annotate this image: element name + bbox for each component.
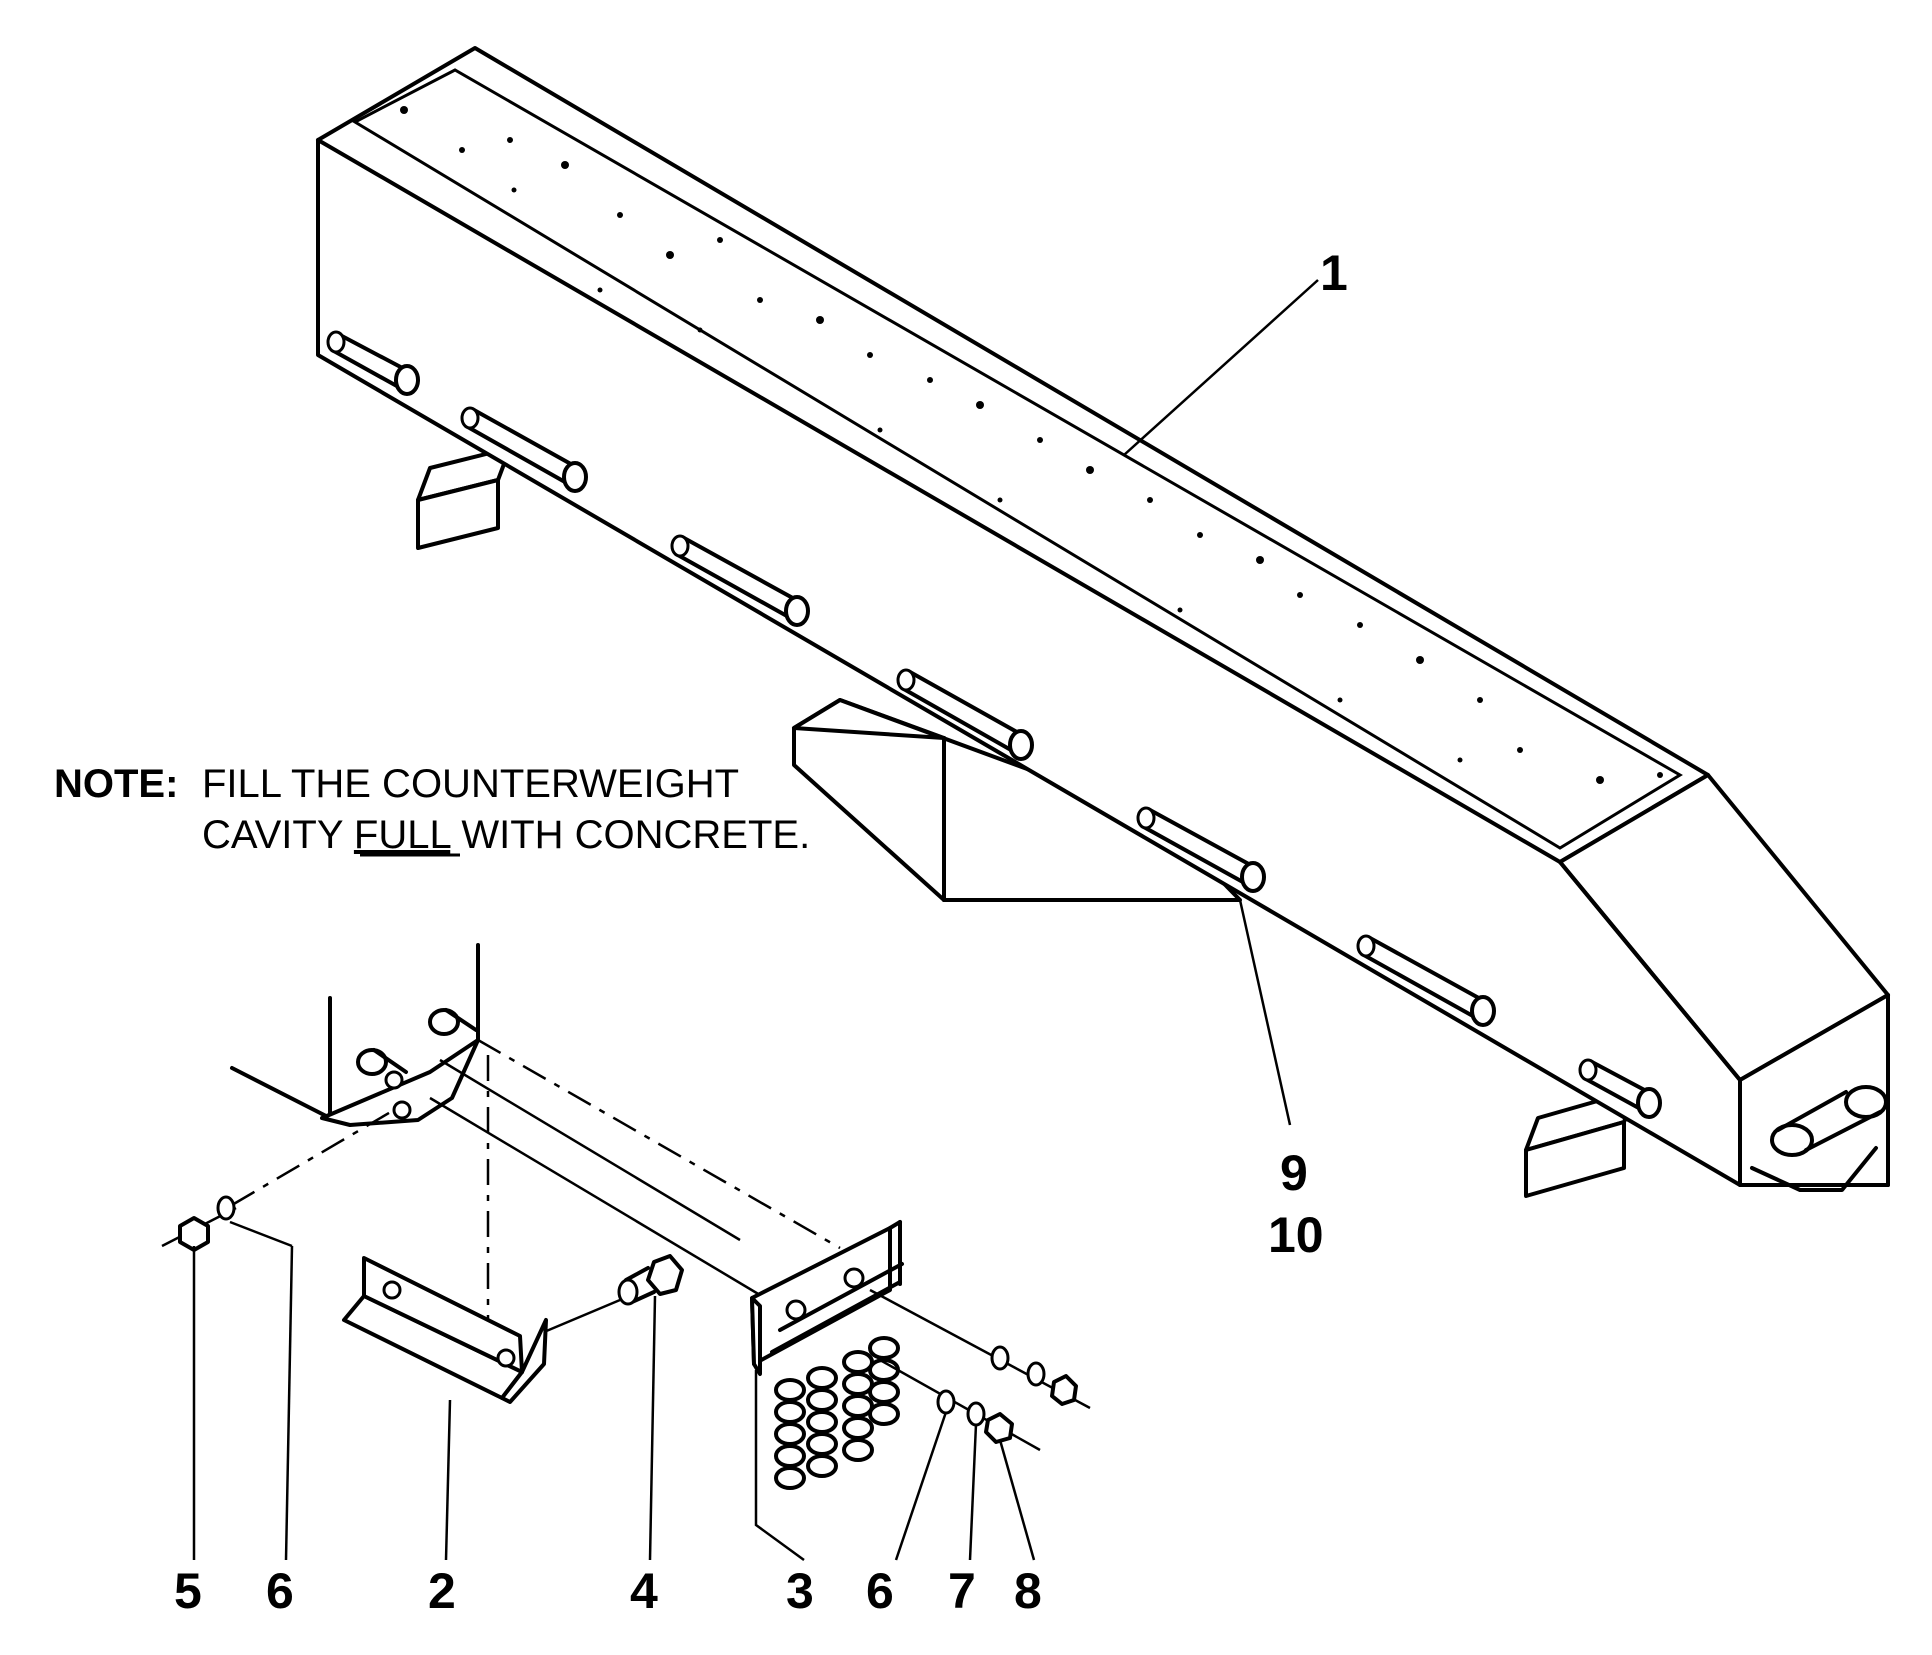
hardware-detail [161,943,1091,1562]
nut [178,1216,210,1252]
washer [936,1389,986,1427]
counterweight-front-face [316,138,1890,1187]
pin [1356,934,1496,1027]
pin [670,534,810,627]
nut [1050,1374,1078,1406]
callout-7: 7 [948,1563,976,1619]
pin [460,406,588,493]
note-label: NOTE: [54,762,178,806]
mid-bracket [792,698,1242,902]
counterweight-body [316,46,1890,1198]
pin [326,330,420,396]
nut [984,1412,1014,1444]
plate-stud [356,1008,478,1076]
note-block: NOTE: FILL THE COUNTERWEIGHT CAVITY FULL… [54,762,810,857]
bolt [617,1254,684,1306]
callout-8: 8 [1014,1563,1042,1619]
angle-bracket [342,1256,548,1404]
chains [774,1336,900,1490]
leader-1 [1123,279,1319,456]
callout-10: 10 [1268,1207,1324,1263]
washer [990,1345,1046,1387]
chain-plate [750,1220,904,1490]
concrete-fill [351,68,1683,850]
pin [1578,1058,1662,1119]
callout-4: 4 [630,1563,658,1619]
lifting-pins [326,330,1662,1119]
pin [1136,806,1266,893]
callout-6-right: 6 [866,1563,894,1619]
note-line-2: CAVITY FULL WITH CONCRETE. [202,813,810,857]
callout-1: 1 [1320,245,1348,301]
callout-5: 5 [174,1563,202,1619]
concrete-specks [400,106,1663,784]
end-stud-1 [1770,1085,1888,1157]
support-bar-left [416,446,512,550]
callouts: 1 9 10 5 6 2 4 3 6 7 8 [174,245,1348,1619]
callout-9: 9 [1280,1145,1308,1201]
leader-9-10 [1238,899,1292,1126]
callout-6-left: 6 [266,1563,294,1619]
note-line-1: FILL THE COUNTERWEIGHT [202,762,739,806]
callout-3: 3 [786,1563,814,1619]
pin [896,668,1034,761]
washer [216,1195,236,1221]
callout-2: 2 [428,1563,456,1619]
